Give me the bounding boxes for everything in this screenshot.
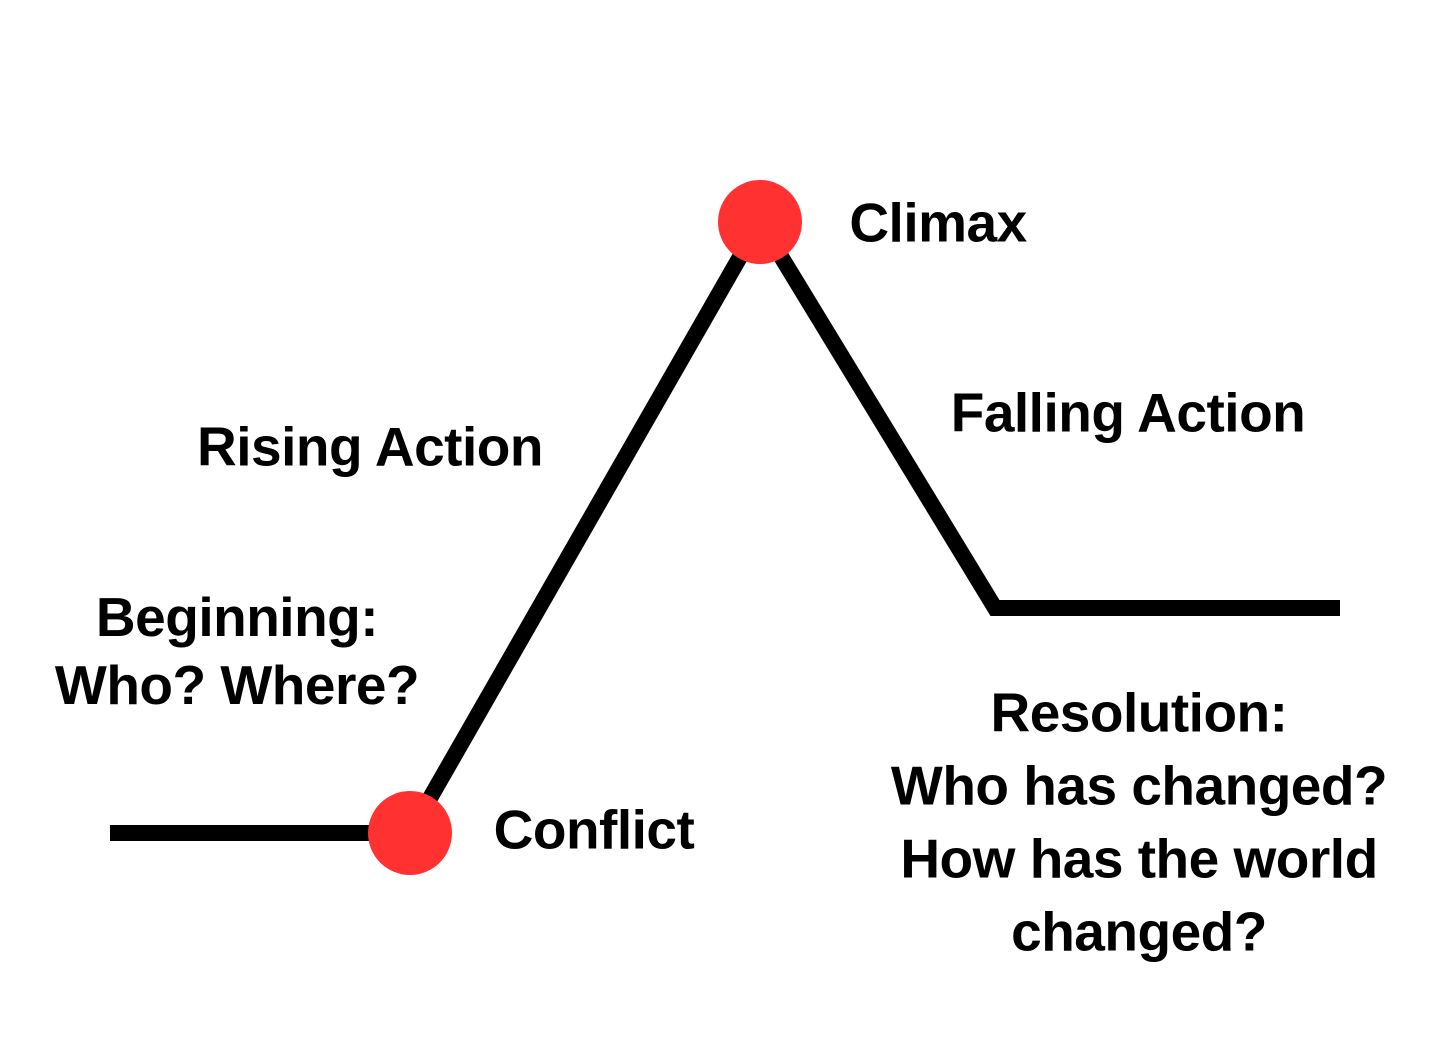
falling-action-label: Falling Action bbox=[950, 381, 1306, 444]
climax-label: Climax bbox=[849, 191, 1027, 254]
rising-action-label: Rising Action bbox=[197, 415, 543, 478]
conflict-dot bbox=[368, 791, 452, 875]
climax-dot bbox=[718, 180, 802, 264]
resolution-label-line-3: How has the world bbox=[900, 828, 1378, 890]
resolution-label-line-4: changed? bbox=[1011, 901, 1267, 964]
beginning-label-line-2: Who? Where? bbox=[54, 654, 420, 716]
conflict-label: Conflict bbox=[493, 798, 695, 861]
resolution-label: Resolution: Who has changed? How has the… bbox=[890, 677, 1388, 970]
resolution-label-line-1: Resolution: bbox=[990, 681, 1288, 744]
resolution-label-line-2: Who has changed? bbox=[890, 754, 1388, 817]
beginning-label-line-1: Beginning: bbox=[95, 585, 379, 648]
beginning-label: Beginning: Who? Where? bbox=[54, 583, 420, 719]
